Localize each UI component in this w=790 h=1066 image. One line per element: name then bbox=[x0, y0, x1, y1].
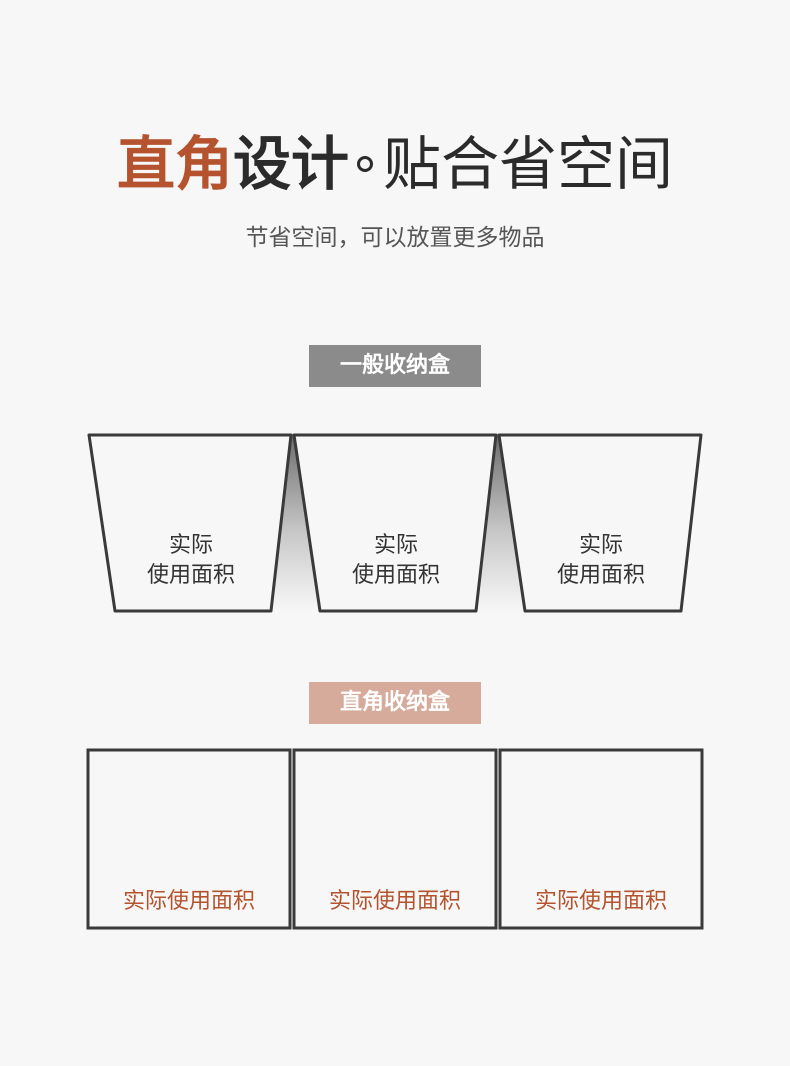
label-line-1: 实际 bbox=[578, 533, 623, 558]
general-box-label-3: 实际 使用面积 bbox=[521, 531, 681, 591]
right-angle-box-label-3: 实际使用面积 bbox=[534, 889, 667, 914]
tag-right-angle-box: 直角收纳盒 bbox=[309, 682, 481, 724]
general-box-label-2: 实际 使用面积 bbox=[316, 531, 476, 591]
right-angle-box-3 bbox=[498, 748, 704, 930]
general-box-label-1: 实际 使用面积 bbox=[111, 531, 271, 591]
page-subtitle: 节省空间，可以放置更多物品 bbox=[245, 225, 545, 251]
label-line-2: 使用面积 bbox=[556, 563, 645, 588]
title-part-1: 设计 bbox=[232, 130, 349, 198]
general-box-1 bbox=[87, 433, 293, 613]
label-line-1: 实际 bbox=[373, 533, 418, 558]
title-part-2: 贴合省空间 bbox=[383, 130, 674, 198]
right-angle-box-1 bbox=[86, 748, 292, 930]
gap-shadow-2 bbox=[476, 436, 525, 611]
label-line-2: 使用面积 bbox=[351, 563, 440, 588]
gap-shadow-1 bbox=[271, 436, 320, 611]
separator-dot-icon bbox=[357, 155, 373, 172]
label-line-1: 实际 bbox=[168, 533, 213, 558]
right-angle-box-2 bbox=[292, 748, 498, 930]
page-title: 直角设计贴合省空间 bbox=[0, 128, 790, 200]
general-box-3 bbox=[497, 433, 703, 613]
general-box-2 bbox=[292, 433, 498, 613]
right-angle-box-label-2: 实际使用面积 bbox=[328, 889, 461, 914]
right-angle-box-label-1: 实际使用面积 bbox=[122, 889, 255, 914]
title-accent: 直角 bbox=[116, 130, 233, 198]
tag-general-box: 一般收纳盒 bbox=[309, 345, 481, 387]
label-line-2: 使用面积 bbox=[146, 563, 235, 588]
